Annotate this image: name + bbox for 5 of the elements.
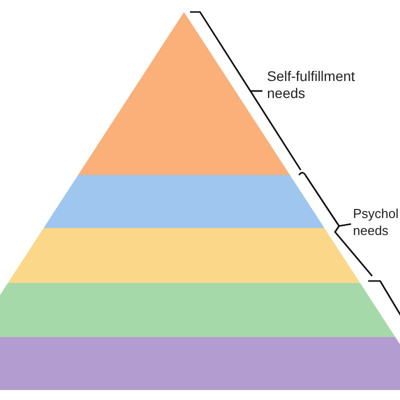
level-label: Psychol needs — [353, 205, 400, 239]
pyramid-layer — [44, 175, 324, 228]
level-label: Self-fulfillment needs — [267, 68, 356, 102]
pyramid-layer — [0, 337, 400, 390]
pyramid-layer — [0, 283, 396, 337]
